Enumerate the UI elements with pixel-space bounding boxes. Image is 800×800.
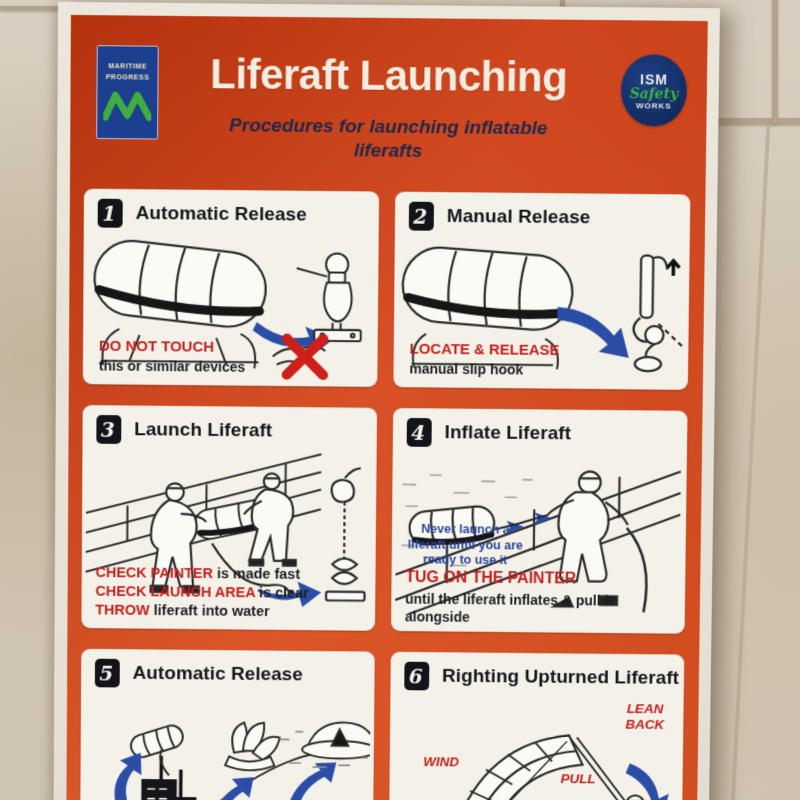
caption-black-text: is made fast <box>213 567 300 584</box>
caption-black-text: manual slip hook <box>409 359 559 378</box>
caption-red-text: CHECK LAUNCH AREA <box>95 584 255 601</box>
step-number-badge: 3 <box>96 415 121 444</box>
person-pulling-drawing <box>612 795 655 800</box>
panel-2-manual-release: 2 Manual Release <box>393 192 690 390</box>
panel-1-header: 1 Automatic Release <box>98 199 372 230</box>
half-inflated-raft-drawing <box>225 722 280 770</box>
panel-2-header: 2 Manual Release <box>409 202 683 233</box>
liferaft-launching-poster: MARITIME PROGRESS Liferaft Launching Pro… <box>53 2 720 800</box>
blue-arrow <box>114 753 141 800</box>
tile-grout-line <box>772 0 778 124</box>
step-number-badge: 1 <box>98 199 123 228</box>
panel-title: Righting Upturned Liferaft <box>442 665 679 689</box>
liferaft-canister-drawing <box>91 237 270 331</box>
caption-red-text: THROW <box>95 603 149 619</box>
tile-edge-vein <box>730 125 771 800</box>
green-wave-m-icon <box>103 89 151 123</box>
poster-header: MARITIME PROGRESS Liferaft Launching Pro… <box>84 49 693 180</box>
panel-title: Launch Liferaft <box>134 419 272 442</box>
caption-black-text: until the liferaft inflates & pull it al… <box>405 590 613 624</box>
ism-logo-bottom-text: WORKS <box>636 101 672 110</box>
caption-line: CHECK LAUNCH AREA is clear <box>95 583 308 604</box>
step-number-badge: 5 <box>95 659 120 688</box>
panel-3-launch-liferaft: 3 Launch Liferaft <box>81 405 377 631</box>
caption-black-text: is clear <box>255 586 309 602</box>
panel-title: Automatic Release <box>136 203 307 227</box>
liferaft-canister-drawing <box>400 245 575 333</box>
caption-line: THROW liferaft into water <box>95 602 308 623</box>
panel-6-righting-upturned-liferaft: 6 Righting Upturned Liferaft <box>388 652 684 800</box>
panel-6-header: 6 Righting Upturned Liferaft <box>404 662 676 693</box>
panel-4-header: 4 Inflate Liferaft <box>407 418 680 449</box>
caption-red-text: DO NOT TOUCH <box>99 338 214 356</box>
panel-title: Inflate Liferaft <box>444 422 571 445</box>
crew-member-right-drawing <box>243 473 296 566</box>
panel-5-automatic-release: 5 Automatic Release <box>80 649 375 800</box>
righting-strap-drawing <box>570 737 628 800</box>
step-number-badge: 6 <box>404 662 429 691</box>
blue-arrow <box>289 762 337 800</box>
ism-logo-middle-text: Safety <box>629 86 678 102</box>
sinking-ship-and-inflating-raft-sequence-drawing <box>84 682 371 800</box>
panel-5-illustration <box>84 682 371 800</box>
panel-6-illustration: WIND LEAN BACK PULL <box>392 685 680 800</box>
step-number-badge: 4 <box>407 418 432 447</box>
blue-lean-back-arrow <box>625 763 669 800</box>
panel-3-header: 3 Launch Liferaft <box>96 415 369 446</box>
maritime-logo-text-line2: PROGRESS <box>106 73 150 84</box>
panel-title: Automatic Release <box>133 663 303 686</box>
step-number-badge: 2 <box>409 202 434 231</box>
panel-1-automatic-release: 1 Automatic Release <box>83 189 379 387</box>
pull-label: PULL <box>561 771 596 787</box>
hand-on-painter-and-cleat-drawing <box>326 468 366 601</box>
panel-4-caption: TUG ON THE PAINTER until the liferaft in… <box>405 568 680 628</box>
panel-4-inflate-liferaft: 4 Inflate Liferaft <box>391 408 688 634</box>
slip-hook-drawing <box>633 255 686 371</box>
panel-1-caption: DO NOT TOUCH this or similar devices <box>99 337 246 376</box>
poster-subtitle: Procedures for launching inflatable life… <box>198 114 578 165</box>
maritime-logo-text-line1: MARITIME <box>108 62 147 73</box>
panel-grid: 1 Automatic Release <box>80 189 692 800</box>
caption-black-text: liferaft into water <box>150 603 270 620</box>
ism-logo-top-text: ISM <box>640 71 668 87</box>
poster-title: Liferaft Launching <box>84 49 693 103</box>
caption-red-text: CHECK PAINTER <box>95 566 212 583</box>
poster-orange-field: MARITIME PROGRESS Liferaft Launching Pro… <box>66 15 708 800</box>
panel-2-caption: LOCATE & RELEASE manual slip hook <box>409 340 559 379</box>
small-up-arrow <box>667 261 679 276</box>
upturned-raft-drawing <box>444 734 583 800</box>
blue-arrow <box>210 777 254 800</box>
panel-5-header: 5 Automatic Release <box>95 659 367 690</box>
panel-title: Manual Release <box>447 206 591 229</box>
ism-safety-works-logo: ISM Safety WORKS <box>621 54 688 126</box>
caption-black-text: this or similar devices <box>99 356 246 375</box>
maritime-progress-logo: MARITIME PROGRESS <box>96 45 159 139</box>
never-launch-note: Never launch a liferaft until you are re… <box>407 522 523 569</box>
wind-label: WIND <box>423 754 459 770</box>
caption-line: CHECK PAINTER is made fast <box>95 565 308 586</box>
panel-3-caption: CHECK PAINTER is made fast CHECK LAUNCH … <box>95 565 309 623</box>
caption-red-text: LOCATE & RELEASE <box>410 341 560 359</box>
lean-back-label: LEAN BACK <box>622 701 668 732</box>
inflated-canopy-raft-drawing <box>302 722 371 759</box>
blue-arrow <box>557 307 629 358</box>
caption-red-text: TUG ON THE PAINTER <box>405 568 679 591</box>
